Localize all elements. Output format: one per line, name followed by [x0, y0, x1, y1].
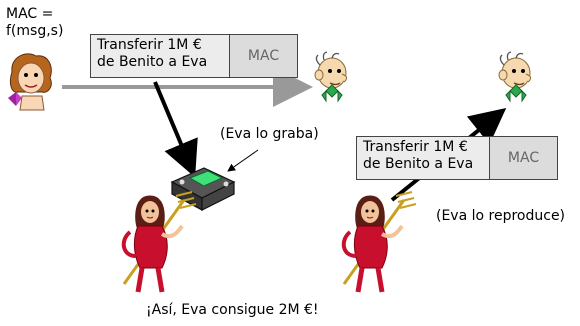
message-text-replay: Transferir 1M € de Benito a Eva [357, 137, 490, 179]
mac-formula-line1: MAC = [6, 6, 54, 22]
note-pointer-arrow [227, 149, 259, 172]
mac-formula: MAC = f(msg,s) [6, 6, 63, 40]
message-box-replay: Transferir 1M € de Benito a Eva MAC [356, 136, 558, 180]
record-arrow [153, 81, 198, 178]
record-note: (Eva lo graba) [220, 126, 319, 142]
alice-icon [8, 53, 52, 111]
message-line2: de Benito a Eva [97, 54, 208, 70]
mac-tag: MAC [247, 48, 280, 64]
mac-formula-line2: f(msg,s) [6, 23, 64, 39]
message-text: Transferir 1M € de Benito a Eva [91, 35, 230, 77]
mac-tag-replay: MAC [507, 150, 540, 166]
message-line1: Transferir 1M € [97, 37, 202, 53]
bob-icon-top [314, 51, 348, 103]
message-replay-line1: Transferir 1M € [363, 139, 468, 155]
replay-note: (Eva lo reproduce) [436, 208, 566, 224]
conclusion-text: ¡Así, Eva consigue 2M €! [146, 302, 319, 318]
bob-icon-right [498, 51, 532, 103]
tape-recorder-icon [170, 167, 236, 211]
eva-devil-icon-record [121, 191, 197, 293]
message-box-original: Transferir 1M € de Benito a Eva MAC [90, 34, 298, 78]
eva-devil-icon-replay [341, 191, 417, 293]
message-replay-line2: de Benito a Eva [363, 156, 474, 172]
